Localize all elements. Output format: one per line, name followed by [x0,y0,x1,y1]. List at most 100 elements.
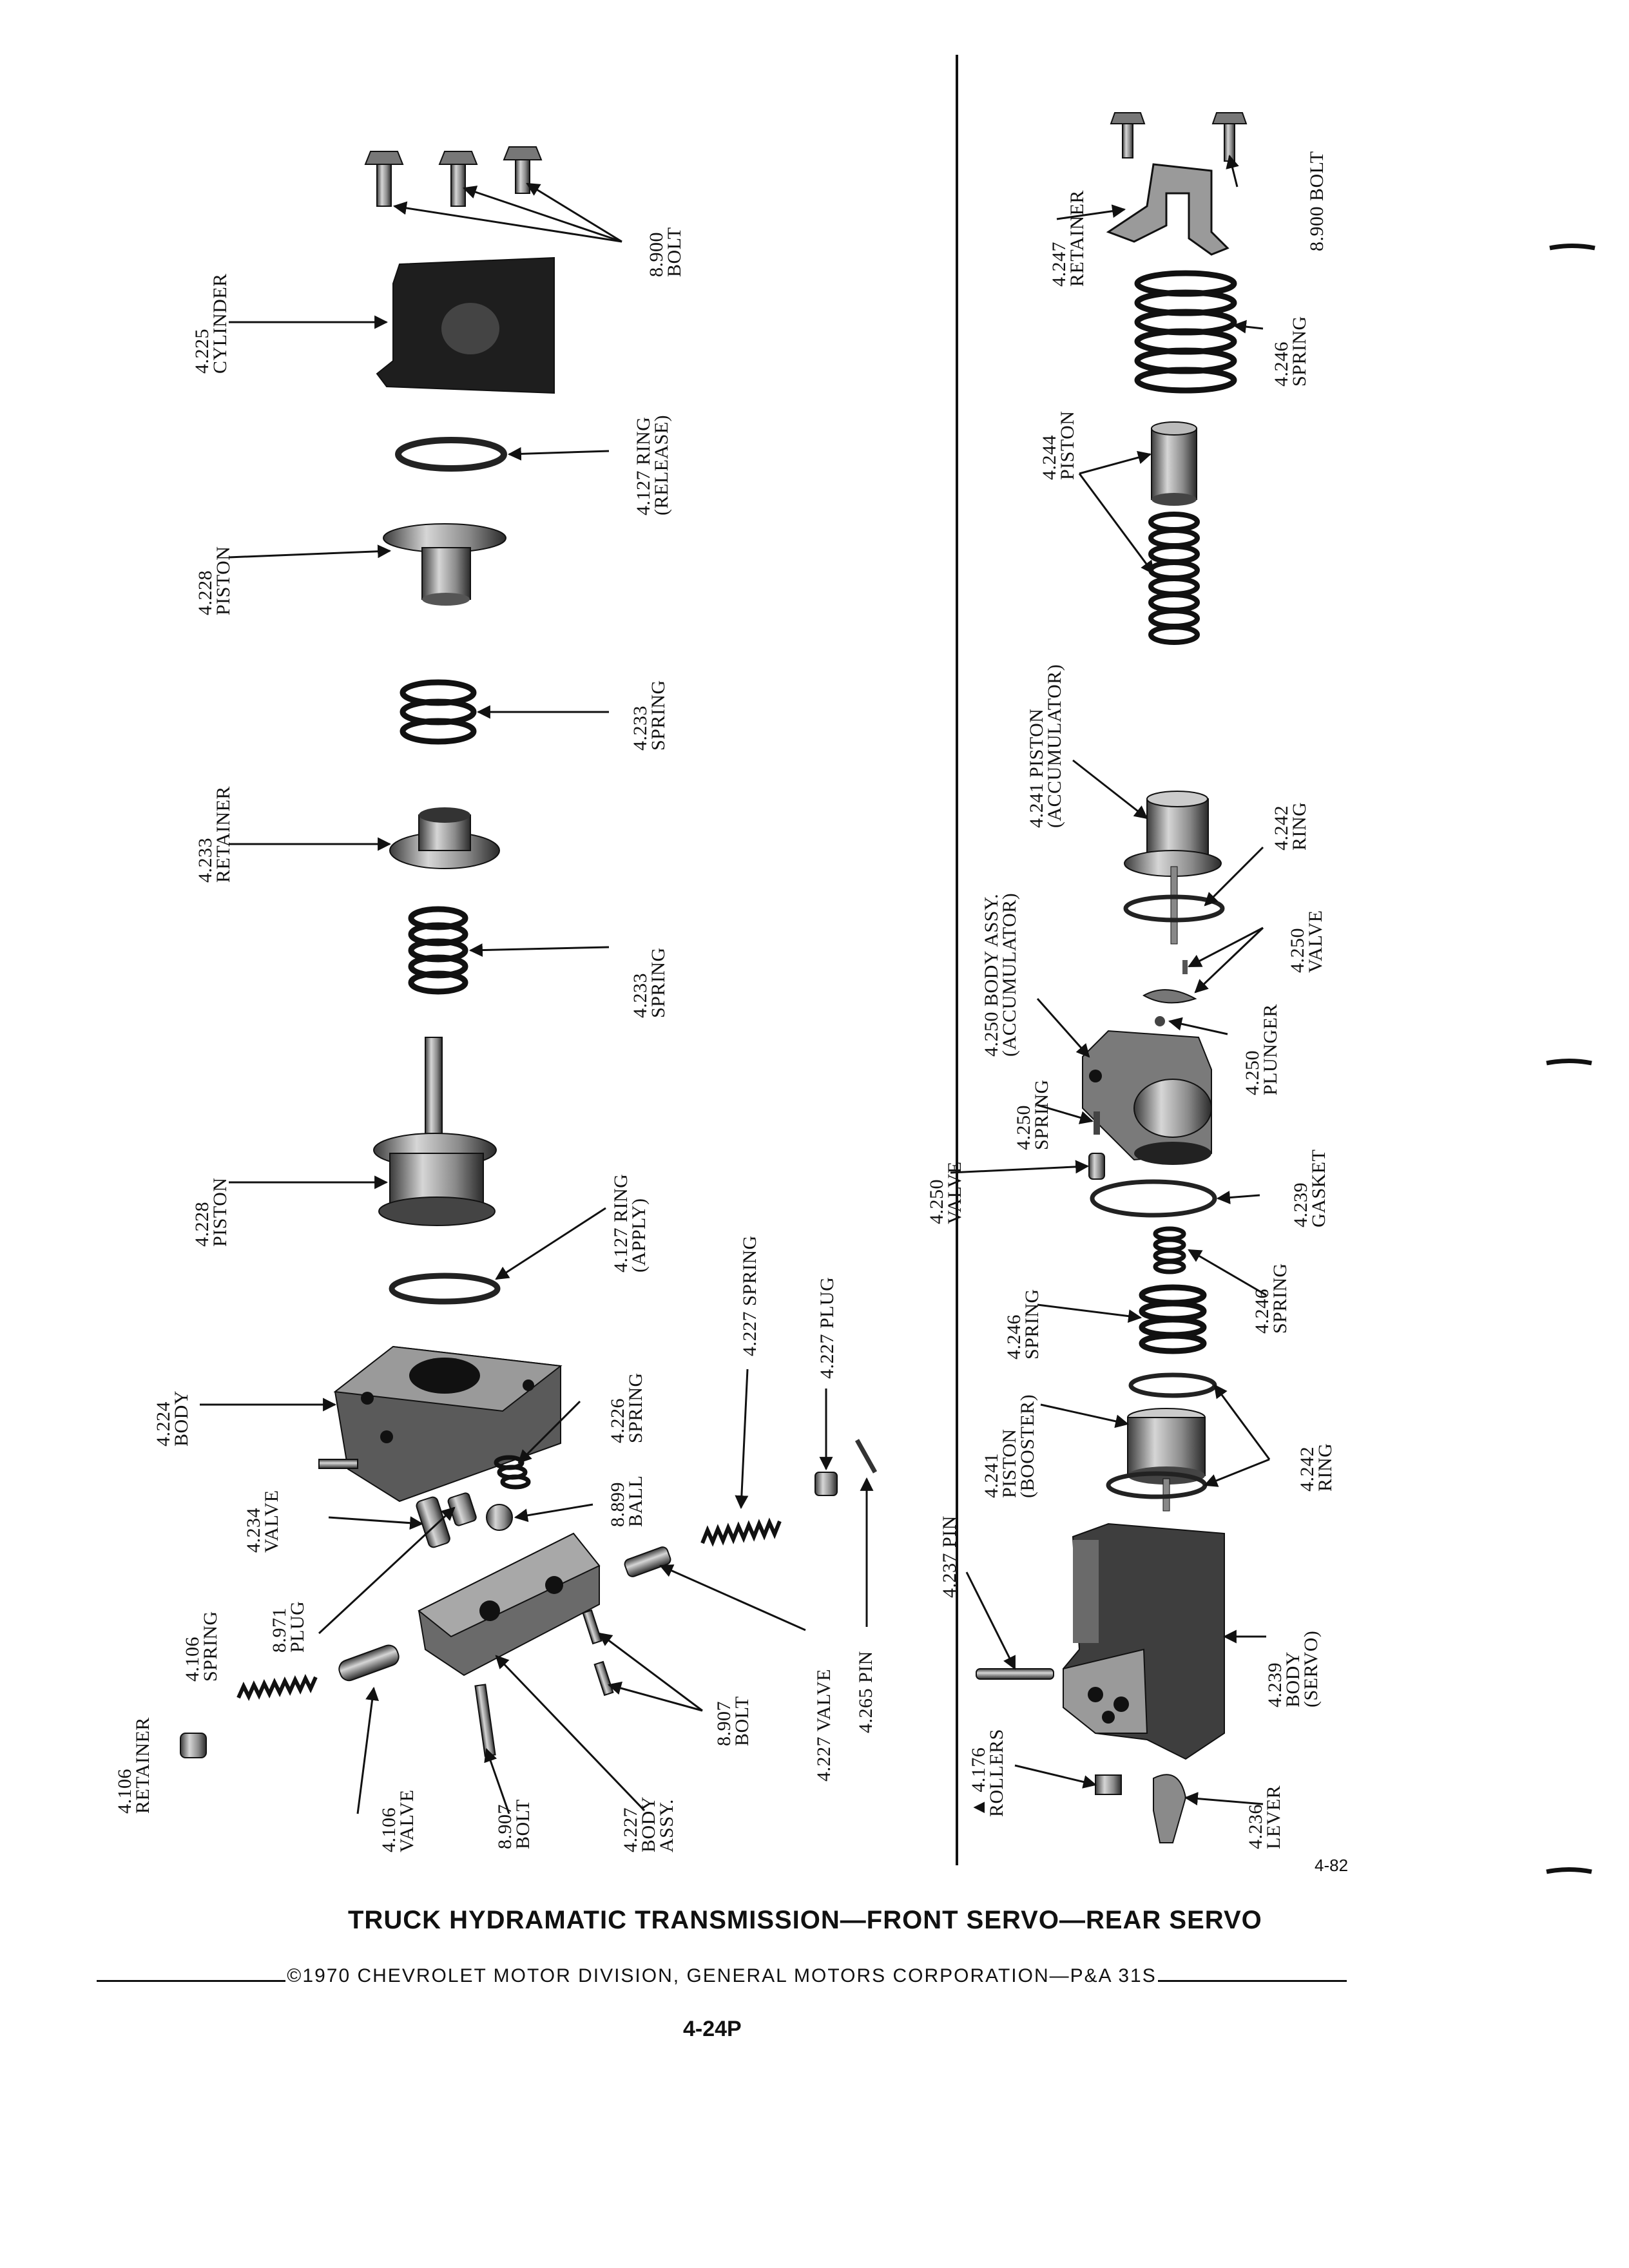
bolt-8907-long-part [474,1684,496,1757]
body-4239-servo-part [1063,1523,1225,1760]
label-valve-4227: 4.227 VALVE [813,1669,834,1782]
valve-4250-left-part [1088,1153,1105,1180]
ring-4242-mid-part [1128,1372,1217,1398]
exploded-parts-diagram [180,55,1595,1874]
figure-reference: 4-82 [1315,1856,1349,1875]
lever-4236-part [1153,1774,1187,1843]
spring-4233-a-part [400,679,477,745]
copyright-rule-left [97,1979,286,1982]
label-body-assy-4250: 4.250 BODY ASSY.(ACCUMULATOR) [981,892,1020,1057]
label-pin-4265: 4.265 PIN [855,1651,876,1733]
valve-4250-small-part [1142,960,1197,1004]
margin-mark [1546,1867,1592,1874]
plunger-4250-part [1155,1016,1165,1026]
rollers-4176-part [1095,1774,1122,1795]
pin-4265-part [854,1439,878,1474]
piston-4228-bottom-part [373,1037,497,1226]
retainer-4233-part [389,807,500,869]
label-spring-4227: 4.227 SPRING [739,1235,760,1356]
spring-4246-mid-part [1139,1284,1207,1354]
pin-4237-part [976,1668,1054,1680]
spring-4246-top-part [1134,270,1237,394]
plug-4227-part [815,1472,838,1496]
ring-4242-top-part [1123,894,1225,923]
page-title: TRUCK HYDRAMATIC TRANSMISSION—FRONT SERV… [348,1906,1262,1934]
label-pin-4237: 4.237 PIN [939,1515,960,1598]
copyright-text: ©1970 CHEVROLET MOTOR DIVISION, GENERAL … [287,1965,1157,1986]
piston-4244-spring-part [1148,512,1200,645]
label-bolt-8900-right: 8.900 BOLT [1306,151,1327,251]
spring-4227-part [700,1517,782,1547]
cylinder-4225-part [376,256,555,394]
page-number: 4-24P [683,2017,742,2041]
ball-8899-part [486,1504,513,1531]
label-ring-4127-apply: 4.127 RING(APPLY) [610,1173,650,1273]
valve-4234-part [416,1496,450,1548]
valve-4227-part [624,1546,671,1577]
right-leader-lines [950,154,1271,1806]
ring-4127-apply-part [389,1273,501,1305]
ring-4127-release-part [395,437,507,472]
piston-4228-top-part [383,523,506,606]
left-leader-lines [200,182,874,1814]
gasket-4239-part [1090,1179,1217,1218]
piston-4241-accum-part [1124,791,1222,945]
body-assy-4250-part [1082,1030,1212,1165]
body-assy-4227-part [418,1532,601,1677]
label-plug-4227: 4.227 PLUG [816,1276,838,1379]
retainer-4247-part [1106,163,1229,256]
spring-4246-small-part [1153,1226,1186,1274]
bolt-8900-left-part [364,146,543,207]
copyright-line: ©1970 CHEVROLET MOTOR DIVISION, GENERAL … [97,1965,1347,1987]
piston-4244-part [1151,421,1197,506]
bolt-8907-b-part [593,1660,614,1696]
copyright-rule-right [1157,1979,1347,1982]
valve-4106-part [338,1644,400,1682]
bolt-8907-a-part [582,1609,602,1645]
margin-mark [1546,1059,1592,1066]
bolt-8900-right-part [1110,112,1248,162]
retainer-4106-part [180,1733,207,1758]
label-ring-4127-release: 4.127 RING(RELEASE) [633,414,672,515]
margin-mark [1549,244,1595,251]
label-piston-4241-accum: 4.241 PISTON(ACCUMULATOR) [1026,664,1065,828]
spring-4233-b-part [408,906,468,995]
body-4224-part [318,1345,563,1503]
spring-4250-part [1094,1111,1100,1135]
